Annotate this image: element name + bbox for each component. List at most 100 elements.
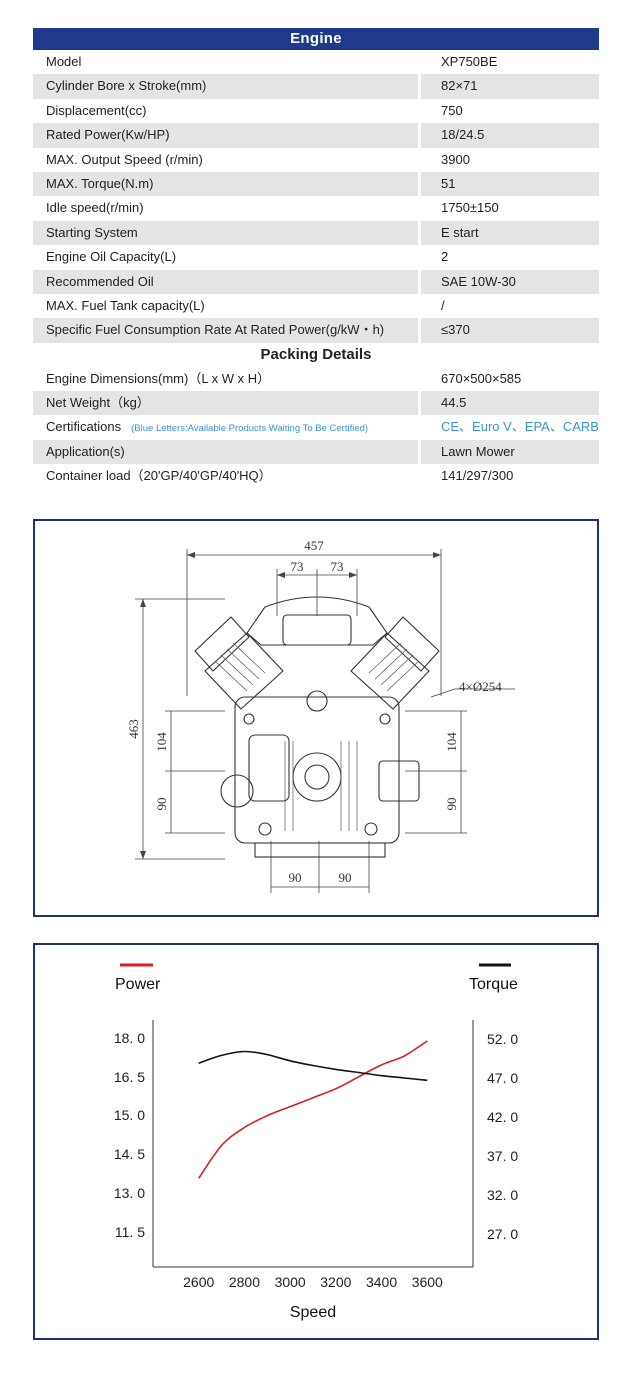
table-row: MAX. Fuel Tank capacity(L) /	[33, 293, 599, 319]
y-left-tick-label: 14. 5	[114, 1146, 145, 1162]
column-divider	[418, 318, 421, 343]
engine-header: Engine	[33, 28, 599, 50]
engine-drawing-panel: 457 73 73 463 104 90 104 90 90 90 4×Ø254	[33, 519, 599, 917]
dim-bottom-left: 90	[289, 870, 302, 885]
row-label: Displacement(cc)	[33, 99, 418, 123]
table-row: MAX. Output Speed (r/min)3900	[33, 147, 599, 172]
row-label: Cylinder Bore x Stroke(mm)	[33, 74, 418, 99]
table-row: Cylinder Bore x Stroke(mm)82×71	[33, 74, 599, 99]
column-divider	[418, 391, 421, 416]
table-row: Rated Power(Kw/HP)18/24.5	[33, 123, 599, 148]
engine-outline	[194, 596, 440, 858]
row-label: Rated Power(Kw/HP)	[33, 123, 418, 148]
row-label: MAX. Torque(N.m)	[33, 171, 418, 197]
row-label: Certifications(Blue Letters:Available Pr…	[33, 415, 418, 439]
row-label-text: Net Weight（kg）	[46, 395, 150, 411]
row-label-text: Engine Dimensions(mm)（L x W x H）	[46, 370, 271, 386]
column-divider	[418, 415, 421, 440]
row-value: /	[441, 297, 445, 313]
row-label-text: Model	[46, 54, 82, 69]
column-divider	[418, 464, 421, 489]
performance-chart: Power Torque 18. 016. 515. 014. 513. 011…	[114, 963, 518, 1321]
dim-height: 463	[126, 719, 141, 739]
row-label: Specific Fuel Consumption Rate At Rated …	[33, 318, 418, 343]
x-tick-label: 3400	[366, 1274, 397, 1290]
cooling-fins	[214, 642, 420, 831]
row-label-text: MAX. Fuel Tank capacity(L)	[46, 297, 205, 313]
row-label: MAX. Fuel Tank capacity(L)	[33, 294, 418, 318]
table-row: Model XP750BE	[33, 50, 599, 75]
row-label-text: Container load（20'GP/40'GP/40'HQ）	[46, 468, 272, 484]
row-value: XP750BE	[441, 54, 498, 69]
y-right-tick-label: 27. 0	[487, 1226, 518, 1242]
row-value: CE、Euro V、EPA、CARB	[441, 419, 599, 435]
dim-right-upper: 104	[444, 732, 459, 752]
column-divider	[418, 147, 421, 172]
table-row: MAX. Torque(N.m) 51	[33, 171, 599, 197]
row-value: 18/24.5	[421, 123, 599, 148]
y-left-tick-label: 15. 0	[114, 1107, 145, 1123]
dim-mount-holes: 4×Ø254	[459, 679, 502, 694]
column-divider	[418, 439, 421, 465]
x-axis-label: Speed	[290, 1304, 336, 1321]
power-curve	[198, 1040, 428, 1179]
certification-note: (Blue Letters:Available Products Waiting…	[131, 423, 369, 435]
dim-right-lower: 90	[444, 798, 459, 811]
row-label: Engine Dimensions(mm)（L x W x H）	[33, 367, 418, 391]
packing-rows: Engine Dimensions(mm)（L x W x H）670×500×…	[33, 366, 599, 489]
legend-torque-label: Torque	[469, 976, 518, 993]
row-label-text: MAX. Torque(N.m)	[46, 175, 154, 191]
row-value: 1750±150	[441, 200, 499, 216]
y-left-tick-label: 16. 5	[114, 1069, 145, 1085]
row-label: Model	[33, 50, 418, 74]
table-row: Engine Dimensions(mm)（L x W x H）670×500×…	[33, 366, 599, 392]
column-divider	[418, 220, 421, 246]
column-divider	[418, 74, 421, 99]
row-value: E start	[421, 220, 599, 246]
dim-width: 457	[304, 538, 324, 553]
engine-rows: Model XP750BE Cylinder Bore x Stroke(mm)82…	[33, 50, 599, 343]
packing-header: Packing Details	[260, 345, 372, 363]
row-label-text: MAX. Output Speed (r/min)	[46, 151, 203, 167]
x-tick-label: 3200	[320, 1274, 351, 1290]
dim-left-lower: 90	[154, 798, 169, 811]
torque-curve	[198, 1050, 428, 1082]
engine-drawing: 457 73 73 463 104 90 104 90 90 90 4×Ø254	[126, 538, 515, 893]
x-tick-label: 3000	[275, 1274, 306, 1290]
row-value: ≤370	[421, 318, 599, 343]
y-left-tick-label: 18. 0	[114, 1030, 145, 1046]
table-row: Container load（20'GP/40'GP/40'HQ）141/297…	[33, 464, 599, 489]
row-label-text: Specific Fuel Consumption Rate At Rated …	[46, 322, 385, 338]
table-row: Application(s)Lawn Mower	[33, 439, 599, 465]
y-right-tick-label: 42. 0	[487, 1109, 518, 1125]
column-divider	[418, 196, 421, 221]
row-value: 44.5	[421, 391, 599, 416]
column-divider	[418, 98, 421, 124]
row-value: 750	[441, 102, 463, 118]
x-tick-label: 2600	[183, 1274, 214, 1290]
row-value: 51	[421, 171, 599, 197]
y-right-tick-label: 32. 0	[487, 1187, 518, 1203]
table-row: Specific Fuel Consumption Rate At Rated …	[33, 318, 599, 343]
row-label-text: Cylinder Bore x Stroke(mm)	[46, 78, 207, 94]
legend-power-label: Power	[115, 976, 161, 993]
row-label: MAX. Output Speed (r/min)	[33, 148, 418, 172]
row-label-text: Engine Oil Capacity(L)	[46, 249, 177, 265]
spec-table: Engine Model XP750BE Cylinder Bore x Strok…	[33, 28, 599, 489]
column-divider	[418, 245, 421, 270]
x-tick-label: 3600	[412, 1274, 443, 1290]
column-divider	[418, 269, 421, 294]
row-value: SAE 10W-30	[421, 269, 599, 294]
y-right-tick-label: 37. 0	[487, 1148, 518, 1164]
row-label: Net Weight（kg）	[33, 391, 418, 416]
table-row: Certifications(Blue Letters:Available Pr…	[33, 415, 599, 440]
row-label: Engine Oil Capacity(L)	[33, 245, 418, 269]
y-left-tick-label: 11. 5	[115, 1224, 145, 1240]
column-divider	[418, 366, 421, 392]
table-row: Idle speed(r/min) 1750±150	[33, 196, 599, 221]
column-divider	[418, 123, 421, 148]
row-label-text: Idle speed(r/min)	[46, 200, 144, 216]
row-label: Application(s)	[33, 439, 418, 465]
